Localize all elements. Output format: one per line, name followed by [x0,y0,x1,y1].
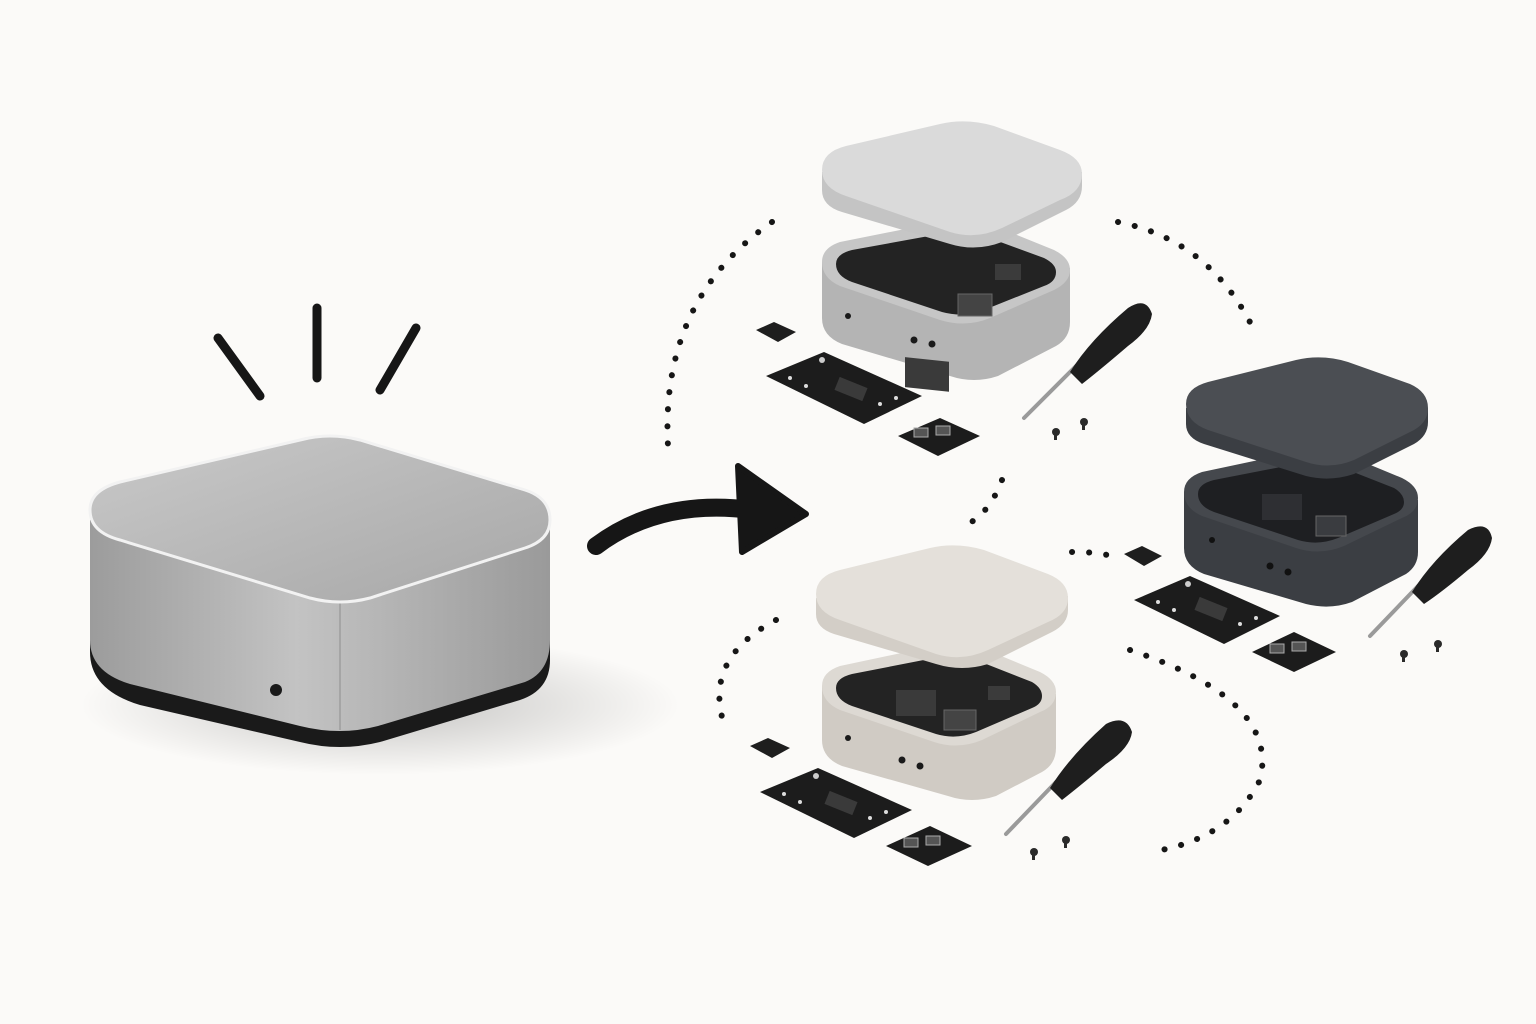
chip-icon [1124,546,1162,566]
circuit-board-icon [1134,576,1280,644]
attention-lines-icon [213,303,421,401]
curved-arrow-icon [587,463,809,555]
chip-icon [1252,632,1336,672]
screw-icon [1030,836,1070,860]
circuit-board-icon [760,768,912,838]
screw-icon [1400,640,1442,662]
chip-icon [750,738,790,758]
chip-icon [898,418,980,456]
chip-icon [886,826,972,866]
exploded-device-silver [756,121,1152,456]
screw-icon [1052,418,1088,440]
dotted-loop-icon [664,219,1266,855]
exploded-device-space-gray [1124,357,1492,672]
closed-device-icon [80,434,680,775]
screwdriver-icon [1004,720,1132,836]
screwdriver-icon [1022,303,1152,420]
chip-icon [756,322,796,342]
circuit-board-icon [766,352,922,424]
exploded-device-starlight [750,545,1132,866]
screwdriver-icon [1368,526,1492,638]
